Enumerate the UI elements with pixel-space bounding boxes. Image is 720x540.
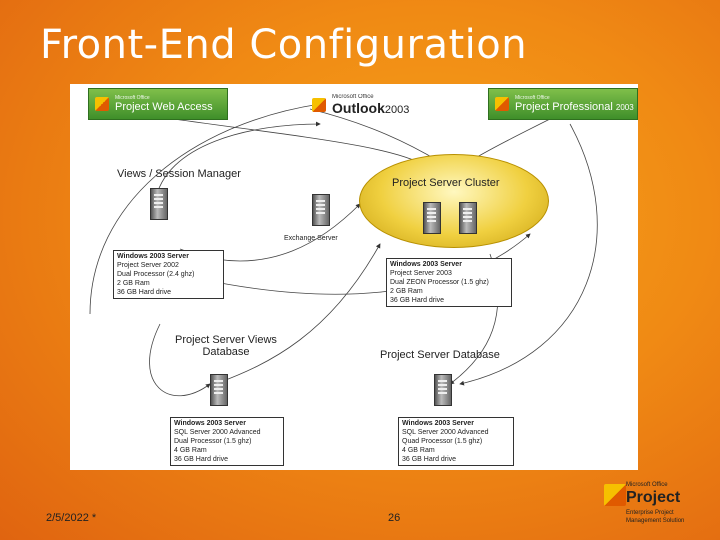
badge-label: Project Web Access: [115, 101, 213, 113]
views-db-spec-box: Windows 2003 Server SQL Server 2000 Adva…: [170, 417, 284, 466]
spec-line: 36 GB Hard drive: [117, 289, 172, 296]
spec-line: 2 GB Ram: [117, 280, 150, 287]
suite-label: Microsoft Office: [115, 95, 150, 101]
cluster-server-1-icon: [423, 202, 441, 234]
ps-db-spec-box: Windows 2003 Server SQL Server 2000 Adva…: [398, 417, 514, 466]
outlook-year: 2003: [384, 104, 410, 116]
spec-line: Windows 2003 Server: [174, 420, 246, 427]
spec-line: SQL Server 2000 Advanced: [402, 429, 489, 436]
cluster-spec-box: Windows 2003 Server Project Server 2003 …: [386, 258, 512, 307]
cluster-server-2-icon: [459, 202, 477, 234]
spec-line: 36 GB Hard drive: [174, 456, 229, 463]
spec-line: Project Server 2003: [390, 270, 452, 277]
cluster-label: Project Server Cluster: [392, 177, 500, 189]
spec-line: Dual Processor (1.5 ghz): [174, 438, 252, 445]
spec-line: Dual ZEON Processor (1.5 ghz): [390, 279, 489, 286]
project-logo-icon: [604, 484, 626, 506]
spec-line: Windows 2003 Server: [390, 261, 462, 268]
views-db-label: Project Server Views Database: [175, 334, 277, 358]
outlook-logo: Microsoft Office Outlook2003: [306, 88, 426, 122]
corner-logo-line1: Enterprise Project: [626, 510, 674, 516]
views-db-server-icon: [210, 374, 228, 406]
views-session-label: Views / Session Manager: [117, 168, 241, 180]
exchange-server-icon: [312, 194, 330, 226]
project-server-cluster: [359, 154, 549, 248]
views-server-icon: [150, 188, 168, 220]
corner-logo-name: Project: [626, 489, 681, 506]
spec-line: 36 GB Hard drive: [390, 297, 445, 304]
ps-db-server-icon: [434, 374, 452, 406]
spec-line: Project Server 2002: [117, 262, 179, 269]
spec-line: Windows 2003 Server: [402, 420, 474, 427]
project-logo-icon: [495, 97, 509, 111]
spec-line: Dual Processor (2.4 ghz): [117, 271, 195, 278]
suite-label: Microsoft Office: [332, 94, 374, 100]
project-logo-icon: [95, 97, 109, 111]
badge-year: 2003: [615, 103, 634, 112]
spec-line: Windows 2003 Server: [117, 253, 189, 260]
outlook-label: Outlook: [332, 100, 385, 116]
spec-line: 36 GB Hard drive: [402, 456, 457, 463]
footer-date: 2/5/2022 *: [46, 512, 97, 524]
outlook-logo-icon: [312, 98, 326, 112]
badge-label: Project Professional: [515, 101, 613, 113]
project-corner-logo: Microsoft Office Project Enterprise Proj…: [598, 482, 708, 532]
spec-line: Quad Processor (1.5 ghz): [402, 438, 483, 445]
exchange-label: Exchange Server: [284, 235, 338, 242]
spec-line: SQL Server 2000 Advanced: [174, 429, 261, 436]
ps-db-label: Project Server Database: [380, 349, 500, 361]
slide-title: Front-End Configuration: [40, 22, 528, 68]
spec-line: 4 GB Ram: [402, 447, 435, 454]
suite-label: Microsoft Office: [515, 95, 550, 101]
page-number: 26: [388, 512, 401, 524]
spec-line: 4 GB Ram: [174, 447, 207, 454]
spec-line: 2 GB Ram: [390, 288, 423, 295]
views-spec-box: Windows 2003 Server Project Server 2002 …: [113, 250, 224, 299]
suite-label: Microsoft Office: [626, 482, 668, 488]
corner-logo-line2: Management Solution: [626, 518, 685, 524]
